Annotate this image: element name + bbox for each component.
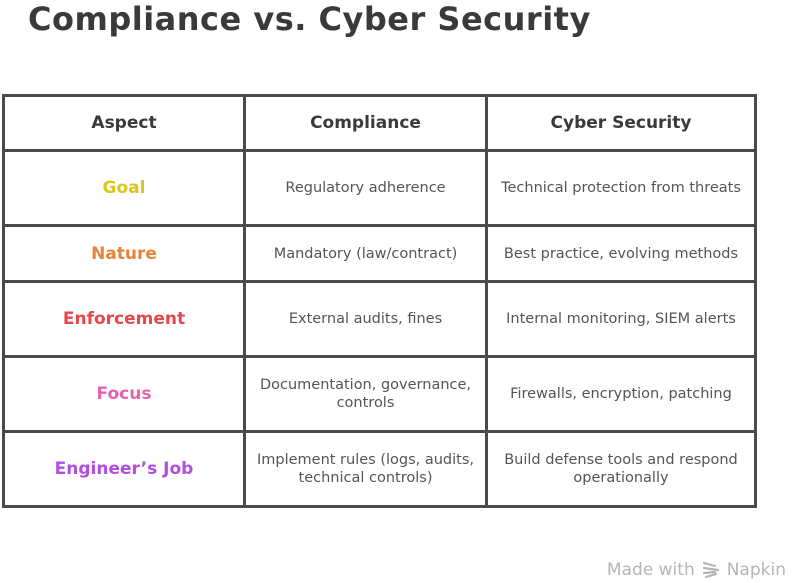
cyber-security-cell: Firewalls, encryption, patching — [485, 355, 757, 433]
aspect-cell: Enforcement — [2, 280, 246, 358]
cyber-security-cell: Technical protection from threats — [485, 149, 757, 227]
compliance-cell: Mandatory (law/contract) — [243, 224, 488, 283]
napkin-logo-icon — [702, 561, 719, 579]
compliance-cell: External audits, fines — [243, 280, 488, 358]
compliance-cell: Documentation, governance, controls — [243, 355, 488, 433]
header-cyber-security: Cyber Security — [485, 94, 757, 152]
compliance-cell: Implement rules (logs, audits, technical… — [243, 430, 488, 508]
compliance-cell: Regulatory adherence — [243, 149, 488, 227]
aspect-cell: Focus — [2, 355, 246, 433]
footer-attribution: Made with Napkin — [607, 560, 786, 580]
header-aspect: Aspect — [2, 94, 246, 152]
made-with-label: Made with — [606, 560, 695, 580]
header-compliance: Compliance — [243, 94, 488, 152]
cyber-security-cell: Build defense tools and respond operatio… — [485, 430, 757, 508]
aspect-cell: Goal — [2, 149, 246, 227]
aspect-cell: Engineer’s Job — [2, 430, 246, 508]
aspect-cell: Nature — [2, 224, 246, 283]
cyber-security-cell: Internal monitoring, SIEM alerts — [485, 280, 757, 358]
cyber-security-cell: Best practice, evolving methods — [485, 224, 757, 283]
header-row: Aspect Compliance Cyber Security — [2, 94, 757, 152]
page-title: Compliance vs. Cyber Security — [28, 0, 591, 38]
napkin-brand: Napkin — [726, 560, 786, 580]
